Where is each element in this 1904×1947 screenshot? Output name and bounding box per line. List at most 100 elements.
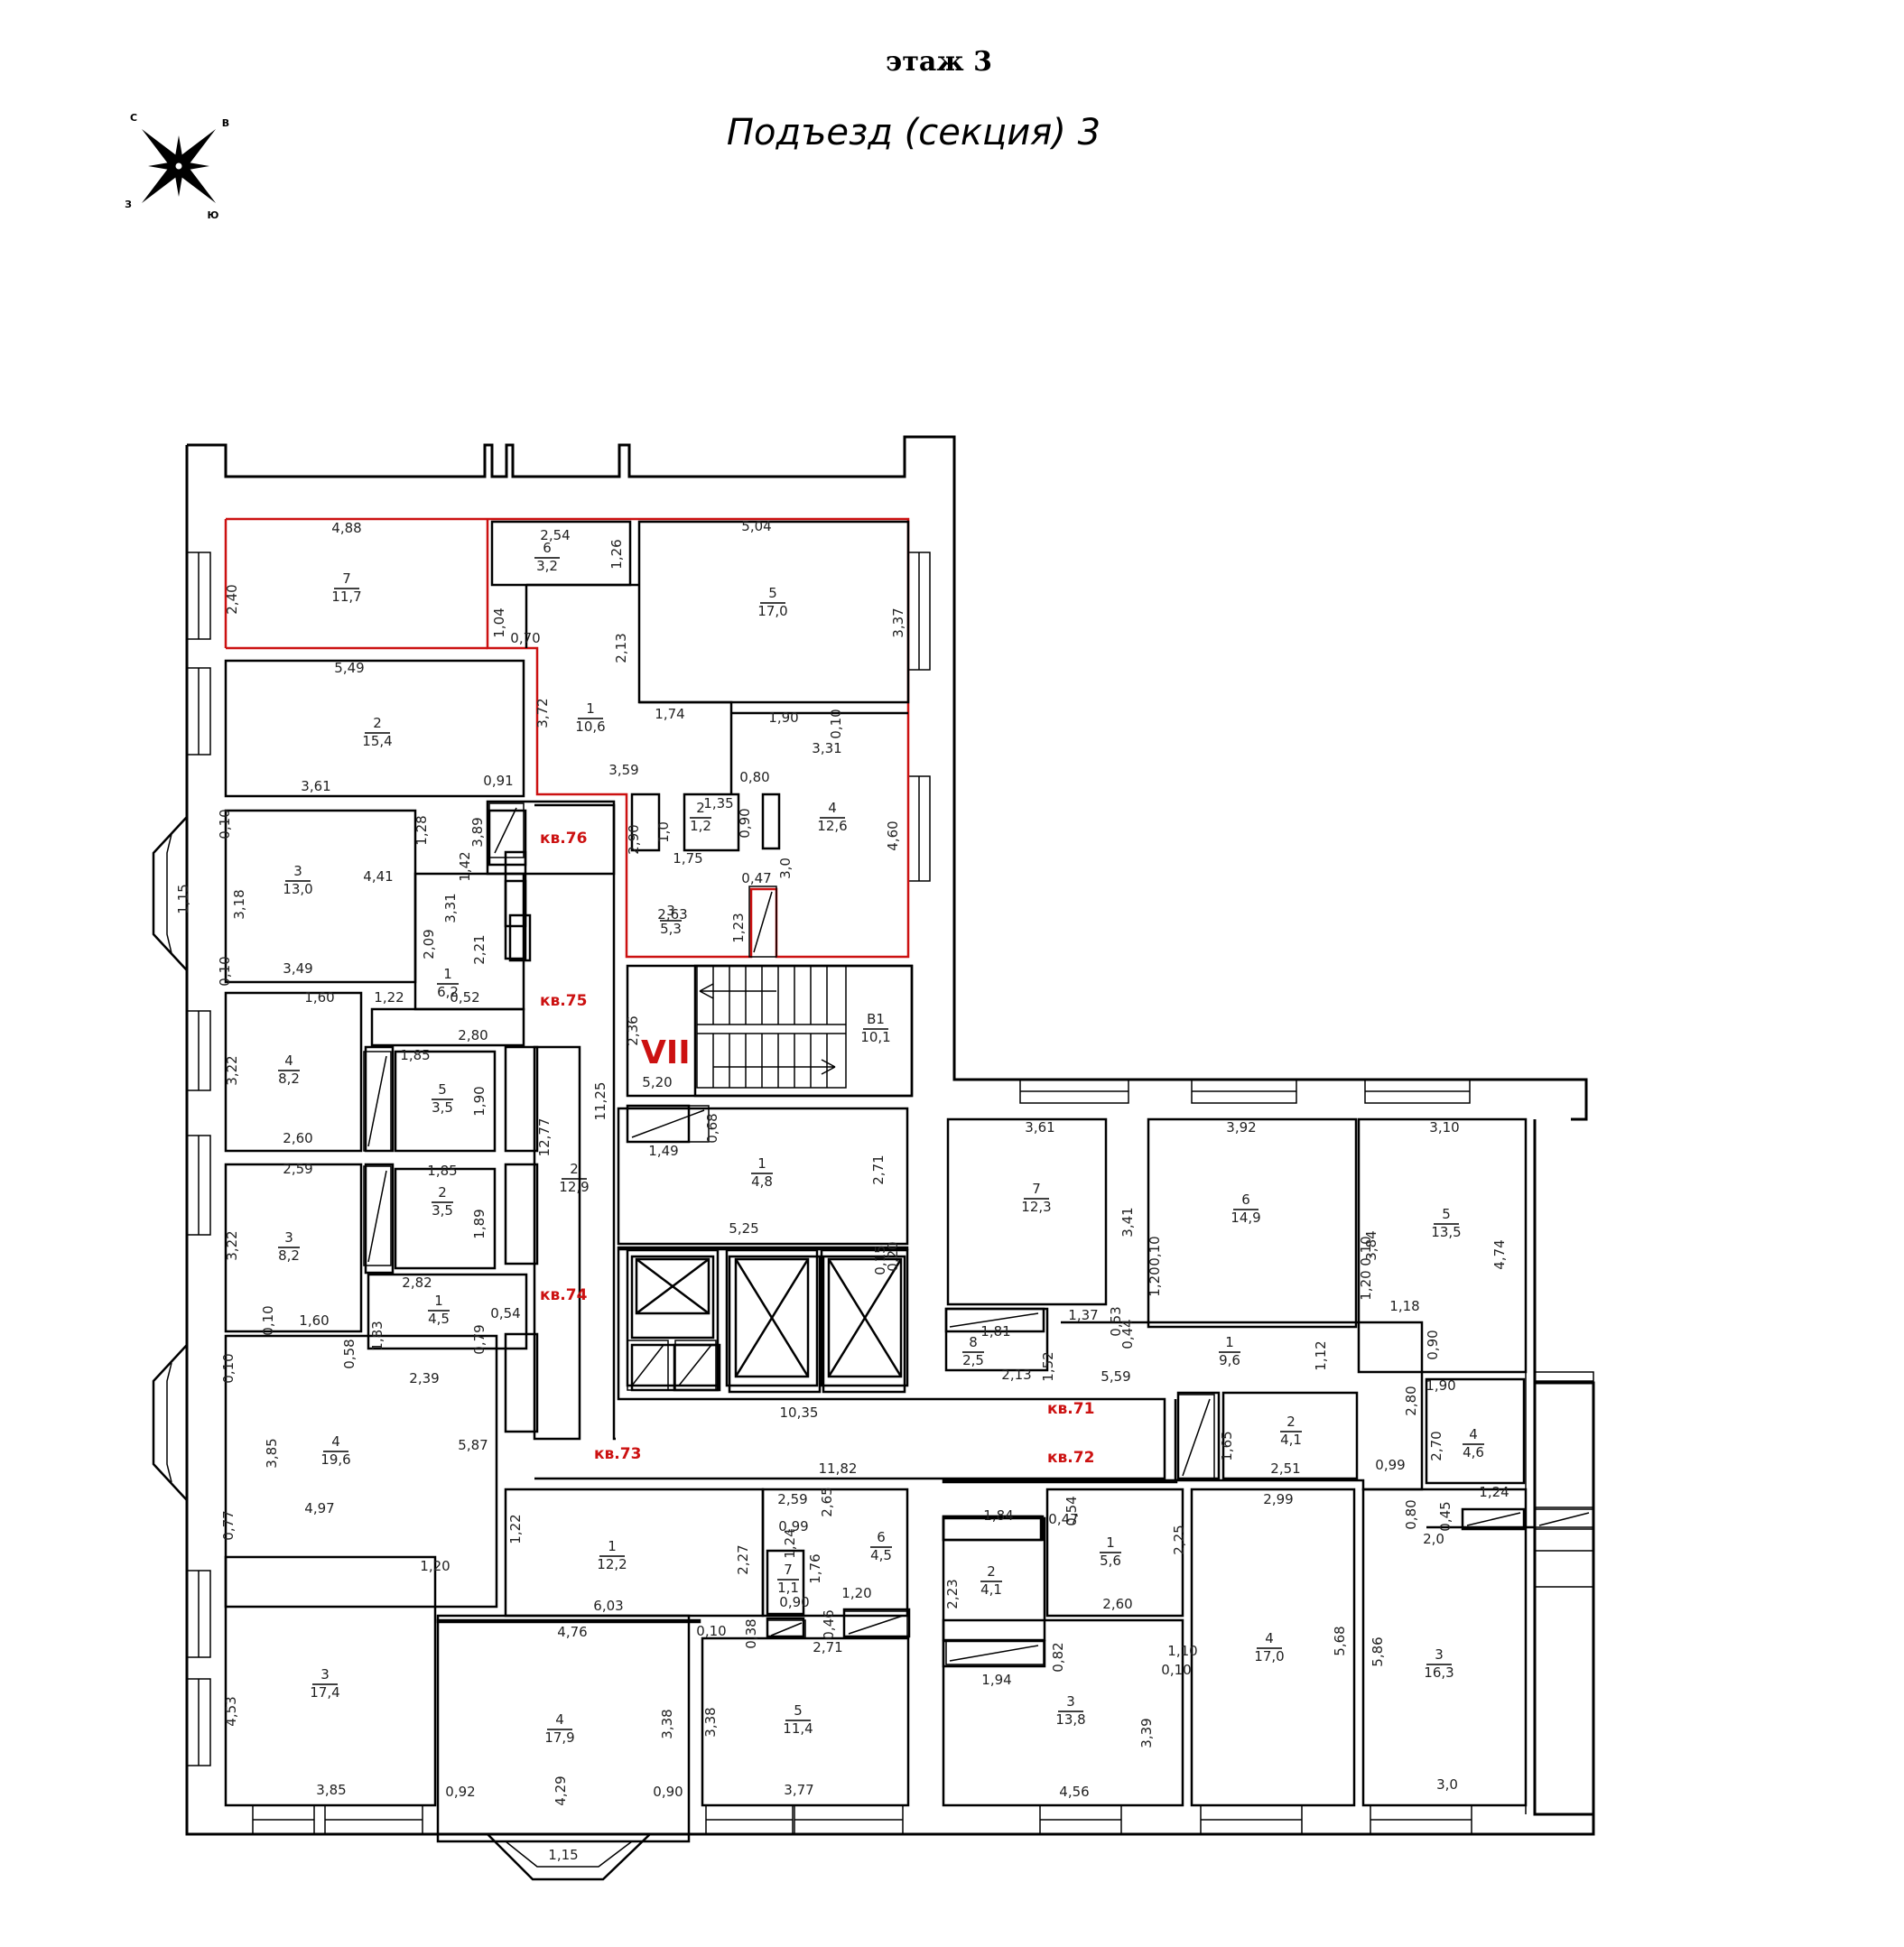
dimension-label: 0,54: [490, 1305, 520, 1321]
dimension-label: 1,90: [1426, 1377, 1455, 1394]
dimension-label: 0,70: [510, 630, 540, 646]
dimension-label: 0,44: [1119, 1319, 1136, 1349]
room-label: 23,5: [432, 1184, 453, 1219]
dimension-label: 3,10: [1429, 1119, 1459, 1136]
dimension-label: 0,10: [260, 1305, 276, 1335]
svg-text:3: 3: [1435, 1646, 1444, 1663]
svg-text:4,5: 4,5: [428, 1311, 450, 1327]
dimension-label: 3,18: [231, 889, 247, 919]
room-label: 14,8: [751, 1155, 773, 1190]
svg-text:4: 4: [828, 800, 837, 816]
dimension-label: 4,41: [363, 868, 393, 885]
svg-text:1,1: 1,1: [777, 1580, 799, 1596]
room-label: 711,7: [331, 570, 361, 605]
dimension-label: 5,86: [1370, 1636, 1386, 1666]
svg-text:5,6: 5,6: [1100, 1553, 1121, 1569]
dimension-label: 2,21: [471, 934, 488, 964]
svg-text:4,1: 4,1: [980, 1581, 1002, 1598]
svg-text:3,5: 3,5: [432, 1202, 453, 1219]
apartment-label: кв.76: [540, 830, 587, 848]
staircase: [696, 965, 847, 1089]
dimension-label: 2,09: [421, 929, 437, 959]
dimension-label: 11,25: [592, 1082, 608, 1121]
dimension-label: 0,10: [1161, 1662, 1191, 1678]
dimension-label: 3,39: [1138, 1718, 1155, 1748]
dimension-label: 0,99: [1375, 1457, 1405, 1473]
room-label: 417,9: [544, 1711, 574, 1746]
svg-text:3,5: 3,5: [432, 1099, 453, 1116]
dimension-label: 0,10: [220, 1353, 237, 1383]
room-label: 19,6: [1219, 1334, 1240, 1368]
dimension-label: 3,31: [812, 740, 841, 756]
dimension-label: 1,49: [648, 1143, 678, 1159]
svg-text:17,0: 17,0: [757, 603, 787, 619]
svg-text:8,2: 8,2: [278, 1247, 300, 1264]
dimension-label: 1,90: [471, 1086, 488, 1116]
dimension-label: 5,59: [1101, 1368, 1130, 1385]
dimension-label: 3,38: [659, 1709, 675, 1738]
svg-text:17,9: 17,9: [544, 1729, 574, 1746]
dimension-label: 0,90: [653, 1784, 683, 1800]
svg-text:4: 4: [284, 1052, 293, 1069]
svg-text:11,7: 11,7: [331, 589, 361, 605]
dimension-label: 3,38: [702, 1707, 719, 1737]
dimension-label: 0,80: [739, 769, 769, 785]
dimension-label: 4,29: [553, 1775, 569, 1805]
room-label: 64,5: [870, 1529, 892, 1563]
svg-text:12,2: 12,2: [597, 1556, 627, 1572]
dimension-label: 1,84: [983, 1507, 1013, 1524]
dimension-label: 2,80: [1403, 1386, 1419, 1415]
room-outlines: [224, 520, 1535, 1843]
dimension-label: 0,15: [872, 1245, 888, 1275]
dimension-label: 1,52: [1040, 1351, 1056, 1381]
svg-text:11,4: 11,4: [783, 1720, 813, 1737]
dimension-label: 3,61: [1025, 1119, 1054, 1136]
room-label: 313,8: [1055, 1693, 1085, 1728]
svg-text:5: 5: [438, 1081, 447, 1098]
dimension-label: 3,89: [469, 817, 486, 847]
dimension-label: 2,25: [1171, 1525, 1187, 1554]
apartment-label: кв.72: [1047, 1449, 1094, 1467]
svg-text:14,9: 14,9: [1231, 1210, 1260, 1226]
dimension-label: 3,84: [1363, 1230, 1379, 1260]
dimension-label: 2,27: [735, 1544, 751, 1574]
room-label: 517,0: [757, 585, 787, 619]
dimension-label: 2,13: [613, 633, 629, 663]
svg-text:1: 1: [434, 1293, 443, 1309]
dimension-label: 1,24: [782, 1528, 798, 1558]
dimension-label: 1,94: [981, 1672, 1011, 1688]
dimension-label: 3,85: [316, 1782, 346, 1798]
bay-window-left-upper: [152, 816, 188, 971]
room-label: 112,2: [597, 1538, 627, 1572]
dimension-label: 1,81: [980, 1323, 1010, 1340]
dimension-label: 1,22: [507, 1514, 524, 1544]
room-label: 21,2: [690, 800, 711, 834]
dimension-label: 0,46: [821, 1609, 837, 1639]
dimension-label: 2,59: [777, 1491, 807, 1507]
dimension-label: 0,54: [1063, 1496, 1080, 1525]
dimension-label: 0,45: [1437, 1501, 1454, 1531]
dimension-label: 1,12: [1313, 1340, 1329, 1370]
svg-text:3: 3: [320, 1666, 330, 1683]
dimension-label: 0,90: [1425, 1330, 1441, 1359]
svg-text:16,3: 16,3: [1424, 1664, 1454, 1681]
dimension-label: 5,04: [741, 518, 771, 534]
dimension-label: 12,77: [536, 1118, 553, 1157]
room-label: 35,3: [660, 903, 682, 937]
compass-letter: С: [130, 112, 137, 124]
dimension-label: 2,51: [1270, 1460, 1300, 1477]
room-label: 417,0: [1254, 1630, 1284, 1664]
svg-text:4,6: 4,6: [1463, 1444, 1484, 1460]
svg-text:6: 6: [543, 540, 552, 556]
dimension-label: 4,60: [885, 821, 901, 850]
dimension-label: 0,90: [737, 808, 753, 838]
svg-text:8: 8: [969, 1334, 978, 1350]
dimension-label: 0,80: [1403, 1499, 1419, 1529]
dimension-label: 0,47: [741, 870, 771, 886]
dimension-label: 2,99: [1263, 1491, 1293, 1507]
dimension-label: 1,76: [807, 1553, 823, 1583]
room-label: 44,6: [1463, 1426, 1484, 1460]
dimension-label: 1,75: [673, 850, 702, 867]
svg-text:17,0: 17,0: [1254, 1648, 1284, 1664]
compass-letter: В: [222, 117, 229, 129]
